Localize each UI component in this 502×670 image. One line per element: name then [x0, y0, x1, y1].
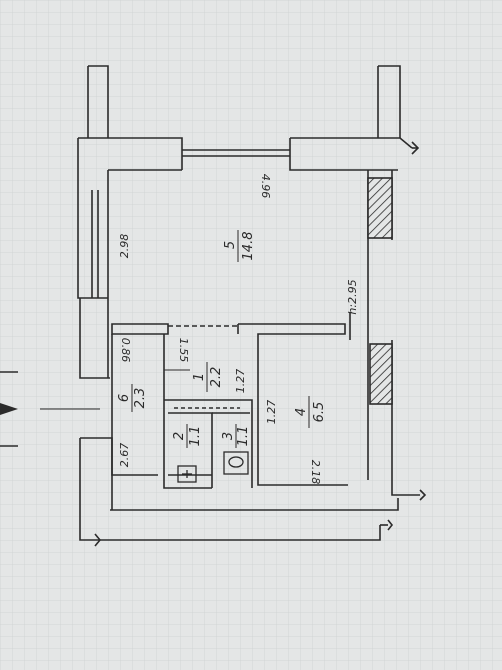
- room-6-height: 2.67: [118, 443, 131, 468]
- room-6-number: 6: [117, 394, 132, 402]
- ceiling-height: h:2.95: [346, 279, 359, 314]
- room-1-area: 2.2: [209, 367, 224, 388]
- room-1-height: 1.27: [234, 369, 247, 394]
- hatched-wall-upper: [367, 177, 393, 239]
- section-marker-icon: [0, 371, 100, 447]
- room-4-area: 6.5: [312, 402, 327, 423]
- toilet-icon: [223, 451, 249, 475]
- bath-tap-icon: [177, 465, 197, 483]
- room-4-number: 4: [294, 408, 309, 416]
- room-3-number: 3: [221, 432, 236, 440]
- room-3-area: 1.1: [236, 426, 251, 447]
- room-6-area: 2.3: [133, 388, 148, 409]
- room-5-width: 4.96: [259, 174, 272, 199]
- hatched-wall-lower: [369, 343, 393, 405]
- room-1-width: 1.55: [177, 338, 190, 363]
- room-4-height: 1.27: [265, 400, 278, 425]
- room-5-height: 2.98: [118, 234, 131, 259]
- room-6-width: 0.86: [119, 338, 132, 363]
- room-2-area: 1.1: [188, 426, 203, 447]
- room-4-width: 2.18: [309, 460, 322, 485]
- walls: [77, 65, 427, 547]
- room-5-number: 5: [223, 241, 238, 249]
- room-1-number: 1: [192, 373, 207, 381]
- room-2-number: 2: [172, 432, 187, 440]
- room-5-area: 14.8: [241, 232, 256, 261]
